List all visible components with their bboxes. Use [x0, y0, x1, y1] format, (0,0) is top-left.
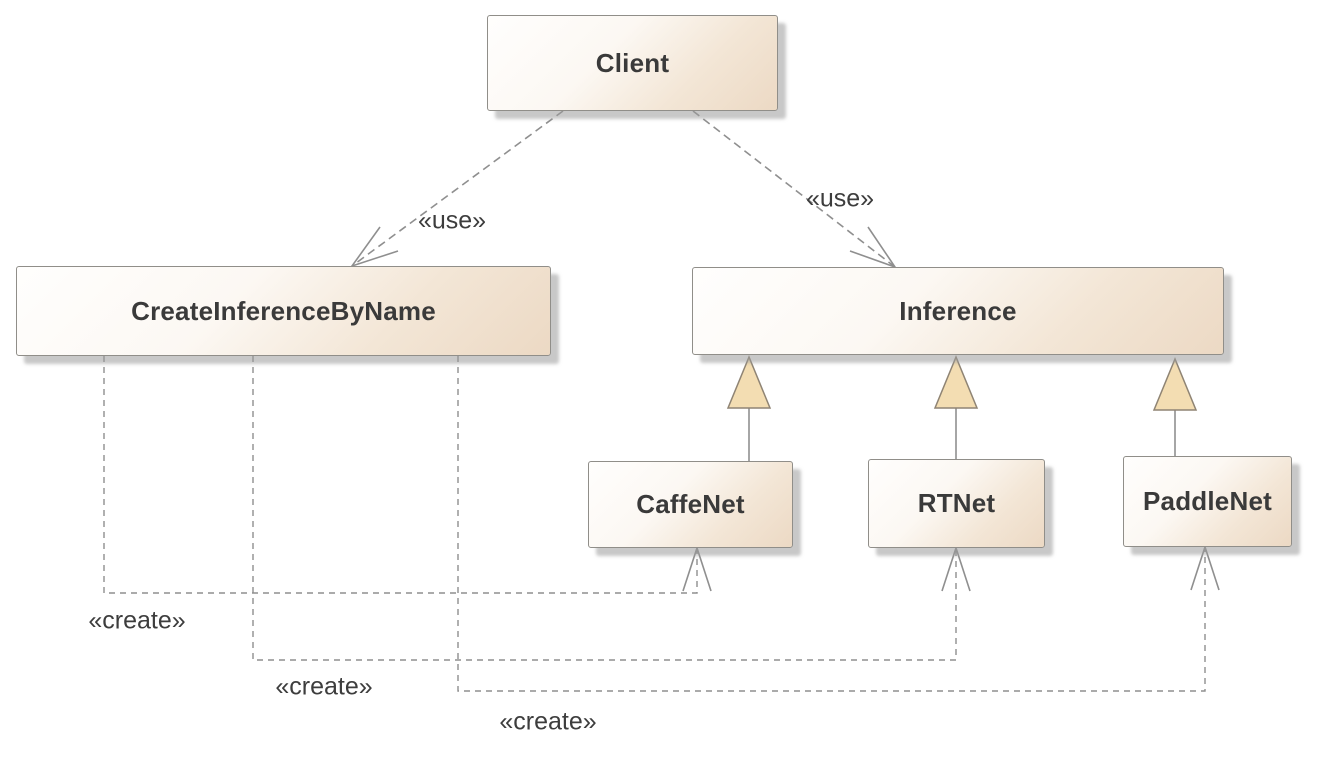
open-arrowhead-icon-create-caffenet [682, 545, 712, 592]
class-node-label: Inference [899, 295, 1017, 326]
generalization-triangle-icon-caffenet [726, 355, 772, 409]
open-arrowhead-icon-create-rtnet [941, 545, 971, 592]
class-node-caffenet: CaffeNet [588, 461, 793, 548]
create-stereotype-label-caffenet: «create» [88, 606, 186, 635]
class-node-create-inference-by-name: CreateInferenceByName [16, 266, 551, 356]
generalization-triangle-icon-paddlenet [1152, 357, 1198, 411]
class-node-rtnet: RTNet [868, 459, 1045, 548]
create-stereotype-label-rtnet: «create» [275, 672, 373, 701]
use-stereotype-label-inference: «use» [805, 184, 875, 213]
use-edge-line-createinferencebyname [351, 110, 564, 267]
class-node-label: PaddleNet [1143, 486, 1272, 516]
class-node-label: CaffeNet [636, 489, 745, 519]
create-edge-path-paddlenet [457, 356, 1206, 692]
generalization-triangle-icon-rtnet [933, 355, 979, 409]
use-stereotype-label-createinferencebyname: «use» [417, 206, 487, 235]
class-node-label: RTNet [917, 488, 996, 518]
create-stereotype-label-paddlenet: «create» [499, 707, 597, 736]
class-node-label: Client [595, 47, 670, 78]
open-arrowhead-icon-inference [849, 226, 898, 269]
class-node-label: CreateInferenceByName [131, 295, 436, 326]
open-arrowhead-icon-create-paddlenet [1190, 544, 1220, 591]
open-arrowhead-icon-createinferencebyname [349, 226, 399, 268]
class-node-paddlenet: PaddleNet [1123, 456, 1292, 547]
class-node-client: Client [487, 15, 778, 111]
class-node-inference: Inference [692, 267, 1224, 355]
